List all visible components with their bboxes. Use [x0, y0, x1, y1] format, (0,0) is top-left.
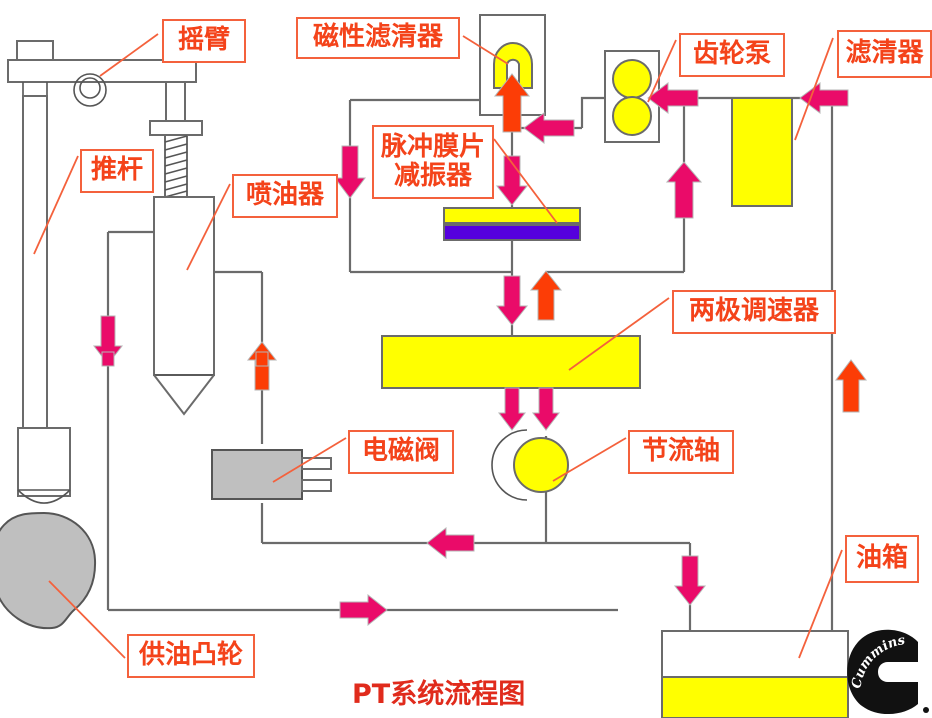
gear-pump: [604, 50, 660, 143]
leader-line: [493, 138, 558, 224]
leader-line: [462, 35, 509, 65]
arrow-down: [334, 145, 366, 199]
label-pulse-damper: 脉冲膜片 减振器: [372, 125, 494, 199]
push-rod: [17, 82, 71, 504]
pipe-segment: [580, 96, 612, 128]
pulse-diaphragm-damper: [443, 207, 581, 241]
label-throttle-shaft: 节流轴: [628, 430, 734, 474]
cummins-logo: Cummins: [838, 622, 932, 718]
label-oil-filter: 滤清器: [837, 30, 932, 78]
two-pole-governor: [381, 335, 641, 389]
cummins-logo-mark: Cummins: [847, 629, 929, 715]
fuel-supply-cam: [0, 511, 97, 630]
leader-line-group: [33, 33, 843, 659]
arrow-down: [495, 275, 529, 326]
arrow-down: [92, 315, 124, 365]
label-gear-pump: 齿轮泵: [679, 33, 785, 77]
label-magnetic-filter: 磁性滤清器: [296, 17, 460, 59]
label-fuel-cam: 供油凸轮: [127, 634, 255, 678]
arrow-up: [665, 161, 703, 219]
arrow-up: [493, 73, 531, 133]
injector: [153, 196, 215, 416]
arrow-left: [523, 112, 575, 144]
arrow-stub: [255, 351, 269, 367]
leader-line: [272, 437, 347, 483]
arrow-down: [531, 387, 561, 431]
arrow-down: [673, 555, 707, 606]
leader-line: [568, 297, 670, 371]
label-injector: 喷油器: [232, 174, 338, 218]
leader-line: [552, 437, 627, 482]
arrow-up: [835, 359, 867, 413]
arrow-down: [495, 155, 529, 206]
leader-line: [186, 183, 231, 271]
oil-tank: [661, 630, 849, 718]
leader-line: [33, 155, 79, 255]
throttle-shaft: [491, 429, 569, 501]
label-rocker-arm: 摇臂: [162, 19, 246, 63]
leader-line: [48, 580, 126, 659]
arrow-stub: [101, 351, 115, 367]
label-solenoid-valve: 电磁阀: [348, 430, 454, 474]
label-push-rod: 推杆: [80, 149, 154, 193]
arrow-left: [426, 526, 475, 560]
label-two-pole-governor: 两极调速器: [672, 290, 836, 334]
arrow-right: [339, 593, 388, 627]
arrow-down: [497, 387, 527, 431]
leader-line: [99, 33, 159, 77]
diagram-title: PT系统流程图: [352, 679, 526, 710]
leader-line: [794, 37, 834, 141]
arrow-left: [647, 82, 699, 114]
oil-filter: [731, 97, 793, 207]
leader-line: [798, 549, 843, 659]
flow-arrow-group: [92, 73, 867, 627]
arrow-up: [529, 270, 563, 321]
rocker-arm-assembly: [7, 40, 203, 198]
arrow-left: [799, 82, 849, 114]
leader-line: [647, 39, 677, 103]
label-oil-tank: 油箱: [845, 535, 919, 583]
